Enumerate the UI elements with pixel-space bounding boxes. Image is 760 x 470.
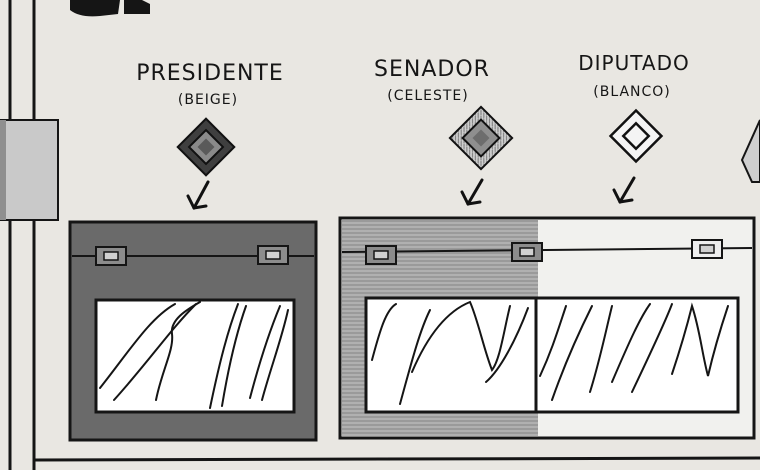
seal-icon: [365, 245, 397, 265]
partial-heading-glyph: [70, 0, 150, 17]
arrow-diputado-icon: [612, 176, 636, 204]
label-diputado: DIPUTADO: [578, 51, 690, 75]
label-presidente: PRESIDENTE: [136, 61, 284, 86]
ballot-diputado-card: [534, 296, 740, 414]
label-senador: SENADOR: [374, 57, 490, 82]
filled-diamond-icon: [176, 117, 236, 177]
ballot-presidente: [68, 220, 318, 442]
ballot-presidente-scribbles: [99, 301, 289, 409]
right-edge-flap: [740, 119, 760, 183]
arrow-senador-icon: [460, 178, 484, 206]
seal-icon: [511, 242, 543, 262]
arrow-presidente-icon: [186, 180, 210, 210]
left-frame: [8, 0, 760, 470]
label-diputado-color: (BLANCO): [593, 84, 671, 100]
ballot-senador-scribbles: [371, 300, 529, 405]
hatched-diamond-icon: [448, 105, 514, 171]
seal-icon: [95, 246, 127, 266]
ballot-senador-card: [364, 296, 538, 414]
side-tab: [0, 119, 59, 221]
ballot-diputado-scribbles: [539, 302, 729, 401]
ballot-senador-diputado: [338, 216, 756, 440]
label-senador-color: (CELESTE): [387, 88, 468, 104]
label-presidente-color: (BEIGE): [178, 92, 238, 108]
outline-diamond-icon: [608, 108, 664, 164]
seal-icon: [257, 245, 289, 265]
seal-icon: [691, 239, 723, 259]
